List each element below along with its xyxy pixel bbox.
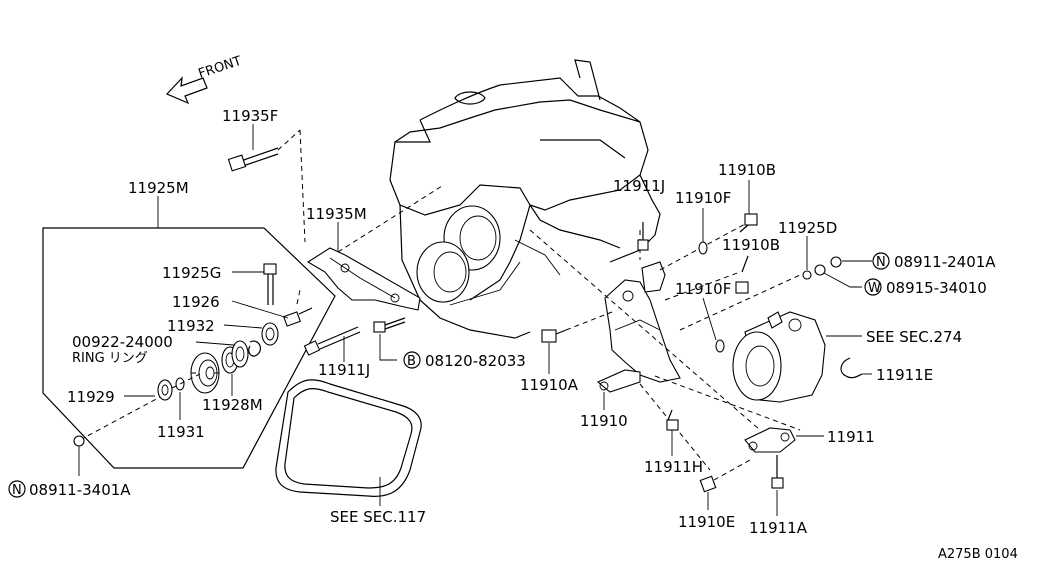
label-ring: RING リング: [72, 351, 148, 366]
wire-11911E: [840, 357, 863, 379]
label-see-sec-117: SEE SEC.117: [330, 508, 426, 526]
label-08120-82033: 08120-82033: [425, 352, 526, 370]
frame-11925M: [42, 227, 336, 469]
bolt-08120-82033: [373, 317, 406, 333]
idler-pulley: [190, 352, 220, 394]
front-arrow-icon: [165, 76, 208, 105]
n-marker-icon: N: [8, 480, 26, 498]
part-11928M: [221, 340, 249, 374]
nut-08911-2401A: [830, 256, 842, 268]
label-11911H: 11911H: [644, 458, 703, 476]
label-11910E: 11910E: [678, 513, 735, 531]
label-11926: 11926: [172, 293, 220, 311]
svg-text:B: B: [407, 354, 416, 369]
ring-00922: [248, 340, 262, 357]
label-11910: 11910: [580, 412, 628, 430]
bracket-11935M: [306, 247, 421, 311]
bolt-11911J-right: [637, 222, 649, 251]
label-11929: 11929: [67, 388, 115, 406]
part-11910F-mid: [715, 339, 725, 353]
bolt-11910E: [699, 459, 751, 493]
bolt-11910B-mid: [735, 255, 749, 294]
adjuster-11911: [744, 427, 796, 453]
label-11911J-right: 11911J: [613, 177, 665, 195]
label-11911: 11911: [827, 428, 875, 446]
label-11911J-left: 11911J: [318, 361, 370, 379]
label-see-sec-274: SEE SEC.274: [866, 328, 962, 346]
part-11929: [157, 379, 173, 401]
label-08911-2401A: 08911-2401A: [894, 253, 996, 271]
label-11925M: 11925M: [128, 179, 189, 197]
label-11911E: 11911E: [876, 366, 933, 384]
bolt-11910B-top: [739, 213, 758, 233]
b-marker-icon: B: [403, 351, 421, 369]
bolt-11911J-left: [303, 326, 361, 356]
label-11910F-top: 11910F: [675, 189, 731, 207]
part-11926: [283, 289, 313, 327]
label-11911A: 11911A: [749, 519, 808, 537]
label-11910A: 11910A: [520, 376, 579, 394]
label-11925D: 11925D: [778, 219, 837, 237]
label-00922: 00922-24000: [72, 333, 173, 351]
n-marker-icon: N: [872, 252, 890, 270]
label-08915-34010: 08915-34010: [886, 279, 987, 297]
label-11932: 11932: [167, 317, 215, 335]
v-belt: [275, 379, 422, 497]
washer-08915-34010: [814, 264, 826, 276]
label-11935M: 11935M: [306, 205, 367, 223]
bolt-11925G: [263, 263, 277, 305]
label-11931: 11931: [157, 423, 205, 441]
label-11935F: 11935F: [222, 107, 278, 125]
part-11925D: [802, 270, 812, 280]
label-11910F-mid: 11910F: [675, 280, 731, 298]
label-08911-3401A: 08911-3401A: [29, 481, 131, 499]
svg-text:W: W: [868, 281, 881, 296]
label-11910B-top: 11910B: [718, 161, 776, 179]
part-11910F-top: [698, 241, 708, 255]
label-11928M: 11928M: [202, 396, 263, 414]
svg-text:N: N: [876, 255, 886, 270]
compressor-bracket: [596, 261, 681, 393]
bolt-11911H: [666, 409, 679, 431]
part-11932: [261, 322, 279, 346]
nut-08911-3401A: [73, 435, 85, 447]
front-label: FRONT: [197, 54, 244, 82]
bolt-11910A: [541, 311, 613, 343]
label-11925G: 11925G: [162, 264, 221, 282]
engine-block: [299, 59, 661, 339]
bolt-11935F: [227, 147, 279, 172]
w-marker-icon: W: [864, 278, 882, 296]
catalog-reference: A275B 0104: [938, 547, 1018, 562]
label-11910B-mid: 11910B: [722, 236, 780, 254]
bolt-11911A: [771, 455, 784, 489]
ac-compressor: [732, 311, 826, 403]
svg-text:N: N: [12, 483, 22, 498]
part-11931: [175, 377, 185, 391]
